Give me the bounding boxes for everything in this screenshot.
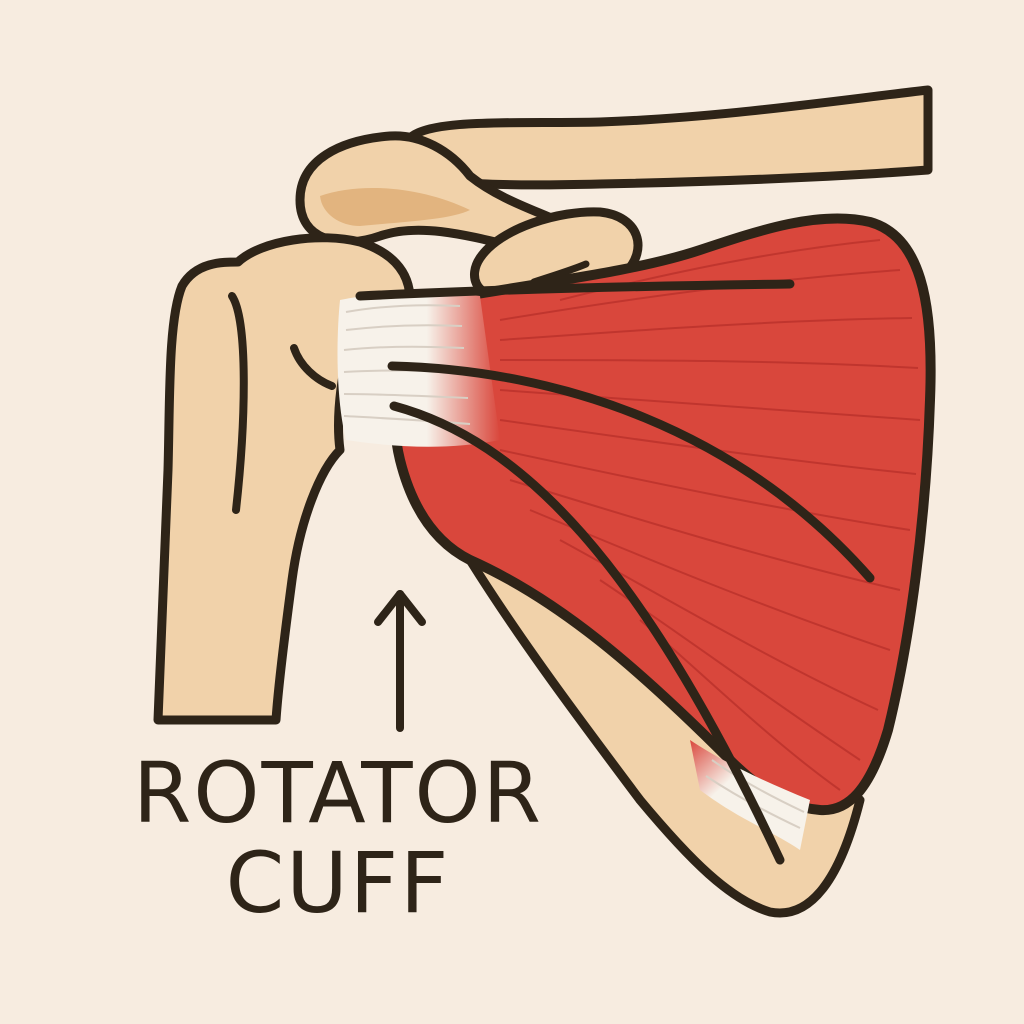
label-line-2: CUFF — [226, 834, 451, 932]
humerus-bone — [153, 233, 415, 725]
label-line-1: ROTATOR — [133, 744, 543, 842]
humerus-head-line — [290, 344, 336, 390]
arrow-up-icon — [374, 590, 426, 732]
rotator-cuff-muscle — [389, 213, 936, 816]
humerus-groove — [228, 292, 248, 514]
clavicle-bone — [398, 85, 933, 190]
acromion-shadow — [320, 187, 470, 226]
muscle-division-lines — [355, 279, 875, 865]
